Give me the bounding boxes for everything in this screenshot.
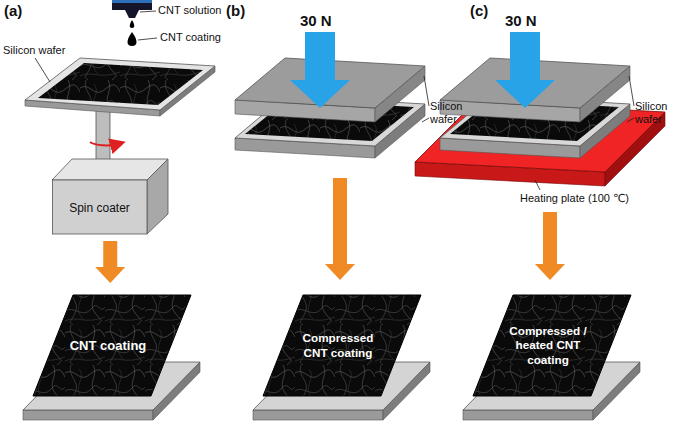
press-stack-c: [415, 32, 665, 190]
coating-label: Compressed / heated CNT coating: [503, 324, 593, 366]
node-outline: [52, 155, 169, 235]
text-holder: Compressed CNT coating: [293, 295, 383, 396]
part-label: CNT coating: [160, 31, 221, 44]
equipment-label: Spin coater: [69, 201, 130, 215]
coating-block: Compressed CNT coating: [255, 285, 425, 400]
part-label: Silicon wafer: [635, 100, 679, 125]
process-arrow: [535, 212, 565, 280]
spin-wafer: [25, 58, 215, 168]
process-arrow: [95, 241, 125, 283]
part-label: Heating plate (100 ℃): [520, 192, 629, 205]
coating-block: Compressed / heated CNT coating: [465, 285, 635, 400]
part-label: CNT solution: [158, 4, 221, 17]
force-label: 30 N: [300, 12, 332, 29]
panel-letter: (a): [4, 2, 22, 19]
panel-letter: (c): [470, 2, 488, 19]
dispenser: [112, 0, 157, 46]
equipment-box: Spin coater: [52, 155, 169, 235]
force-label: 30 N: [505, 12, 537, 29]
part-label: Silicon wafer: [3, 44, 65, 57]
coating-block: CNT coating: [25, 285, 195, 400]
text-holder: Spin coater: [52, 180, 147, 235]
text-holder: CNT coating: [63, 295, 153, 396]
coating-label: Compressed CNT coating: [293, 331, 383, 359]
text-holder: Compressed / heated CNT coating: [503, 295, 593, 396]
part-label: Silicon wafer: [430, 100, 474, 125]
coating-label: CNT coating: [70, 338, 147, 354]
press-stack-b: [235, 32, 429, 158]
process-arrow: [325, 178, 355, 280]
panel-letter: (b): [226, 2, 245, 19]
